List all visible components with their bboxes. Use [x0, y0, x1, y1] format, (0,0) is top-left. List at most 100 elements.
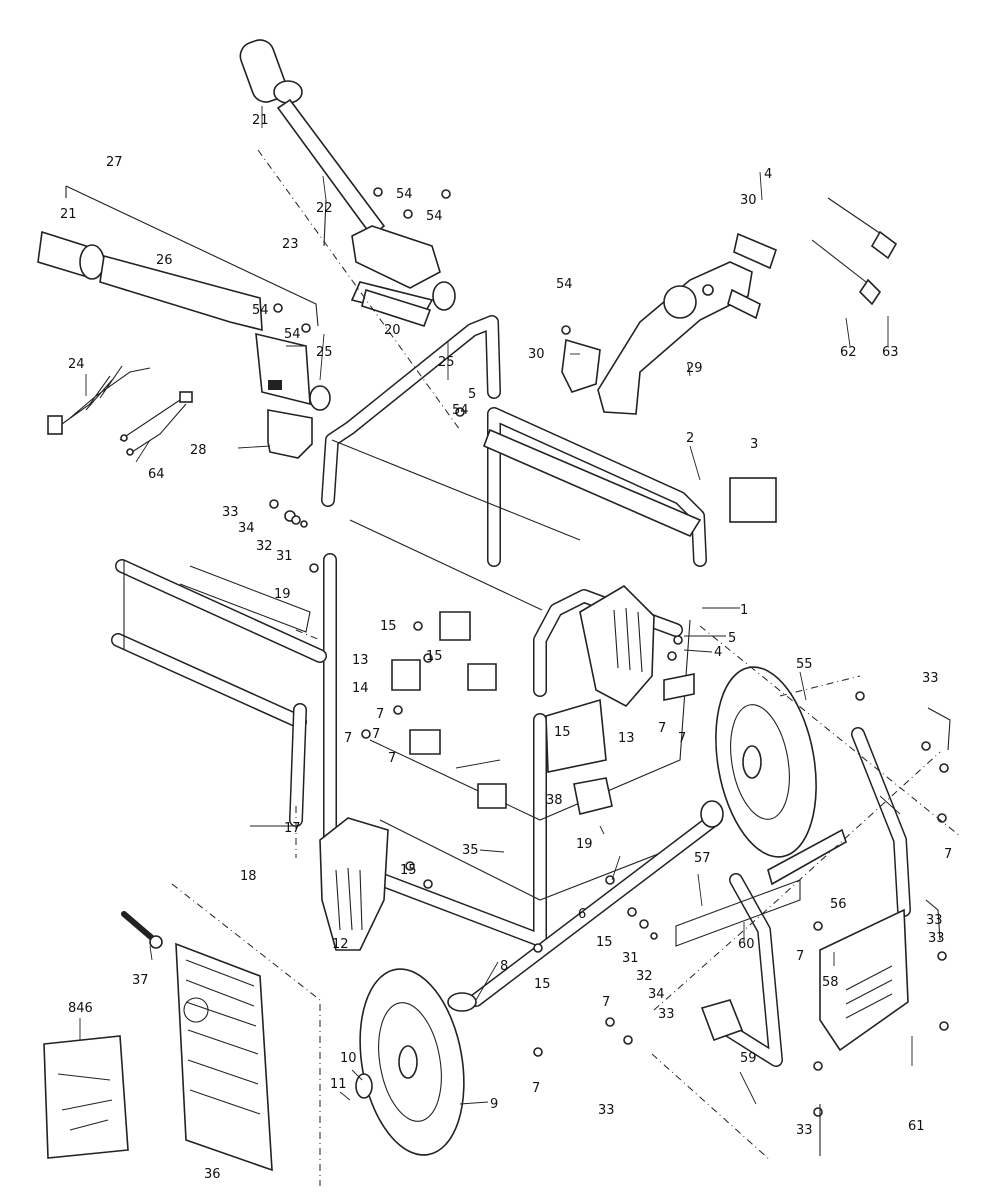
callout-54: 54: [556, 277, 573, 292]
callout-7: 7: [602, 995, 610, 1010]
callout-15: 15: [534, 977, 551, 992]
callout-33: 33: [598, 1103, 615, 1118]
part-foot-frame: [675, 727, 911, 1067]
callout-34: 34: [238, 521, 255, 536]
callout-28: 28: [190, 443, 207, 458]
callout-38: 38: [546, 793, 563, 808]
callout-7: 7: [532, 1081, 540, 1096]
callout-11: 11: [330, 1077, 347, 1092]
part-grille-wrench-kit: [43, 911, 273, 1172]
callout-8: 8: [500, 959, 508, 974]
callout-57: 57: [694, 851, 711, 866]
callout-7: 7: [372, 727, 380, 742]
callout-32: 32: [636, 969, 653, 984]
assembly-lines: [171, 149, 961, 1186]
callout-31: 31: [276, 549, 293, 564]
callout-7: 7: [944, 847, 952, 862]
part-axle: [447, 800, 724, 1012]
callout-13: 13: [618, 731, 635, 746]
callout-33: 33: [796, 1123, 813, 1138]
callout-10: 10: [340, 1051, 357, 1066]
callout-7: 7: [388, 751, 396, 766]
callout-7: 7: [376, 707, 384, 722]
callout-labels: 21 22 23 27 21 26 54 54 54 54 54 54 25 2…: [60, 113, 952, 1182]
callout-15: 15: [596, 935, 613, 950]
callout-24: 24: [68, 357, 85, 372]
callout-4: 4: [764, 167, 772, 182]
callout-4: 4: [714, 645, 722, 660]
callout-6: 6: [578, 907, 586, 922]
callout-21: 21: [252, 113, 269, 128]
callout-15: 15: [554, 725, 571, 740]
part-brackets: [361, 232, 777, 415]
callout-31: 31: [622, 951, 639, 966]
callout-18: 18: [240, 869, 257, 884]
callout-33: 33: [658, 1007, 675, 1022]
part-covers: [319, 584, 695, 951]
part-cables: [811, 197, 898, 306]
callout-25: 25: [316, 345, 333, 360]
callout-19: 19: [576, 837, 593, 852]
callout-33: 33: [922, 671, 939, 686]
callout-20: 20: [384, 323, 401, 338]
leader-lines: [79, 106, 913, 1105]
callout-26: 26: [156, 253, 173, 268]
callout-7: 7: [344, 731, 352, 746]
group-brackets: [65, 185, 951, 1156]
callout-58: 58: [822, 975, 839, 990]
callout-36: 36: [204, 1167, 221, 1182]
callout-25: 25: [438, 355, 455, 370]
callout-5: 5: [728, 631, 736, 646]
fasteners: [269, 187, 949, 1117]
callout-23: 23: [282, 237, 299, 252]
callout-33: 33: [222, 505, 239, 520]
callout-9: 9: [490, 1097, 498, 1112]
callout-15: 15: [400, 863, 417, 878]
callout-5: 5: [468, 387, 476, 402]
callout-63: 63: [882, 345, 899, 360]
callout-54: 54: [284, 327, 301, 342]
callout-55: 55: [796, 657, 813, 672]
callout-54: 54: [396, 187, 413, 202]
callout-59: 59: [740, 1051, 757, 1066]
callout-54: 54: [452, 403, 469, 418]
callout-22: 22: [316, 201, 333, 216]
callout-7: 7: [658, 721, 666, 736]
callout-32: 32: [256, 539, 273, 554]
callout-21: 21: [60, 207, 77, 222]
callout-62: 62: [840, 345, 857, 360]
callout-14: 14: [352, 681, 369, 696]
callout-29: 29: [686, 361, 703, 376]
part-wire-harness: [47, 365, 193, 456]
part-decal: [729, 477, 777, 523]
callout-30: 30: [528, 347, 545, 362]
callout-7: 7: [678, 731, 686, 746]
part-engine-mounts: [391, 611, 613, 815]
callout-64: 64: [148, 467, 165, 482]
callout-33: 33: [928, 931, 945, 946]
callout-54: 54: [252, 303, 269, 318]
callout-2: 2: [686, 431, 694, 446]
callout-54: 54: [426, 209, 443, 224]
part-handle-top: [239, 39, 456, 319]
callout-846: 846: [68, 1001, 93, 1016]
callout-3: 3: [750, 437, 758, 452]
callout-61: 61: [908, 1119, 925, 1134]
callout-27: 27: [106, 155, 123, 170]
callout-15: 15: [426, 649, 443, 664]
callout-30: 30: [740, 193, 757, 208]
part-wheels: [355, 666, 817, 1156]
callout-17: 17: [284, 821, 301, 836]
callout-60: 60: [738, 937, 755, 952]
part-side-rack: [111, 559, 327, 827]
callout-56: 56: [830, 897, 847, 912]
callout-34: 34: [648, 987, 665, 1002]
callout-7: 7: [796, 949, 804, 964]
callout-37: 37: [132, 973, 149, 988]
callout-35: 35: [462, 843, 479, 858]
callout-1: 1: [740, 603, 748, 618]
callout-19: 19: [274, 587, 291, 602]
part-handle-left: [37, 230, 331, 459]
